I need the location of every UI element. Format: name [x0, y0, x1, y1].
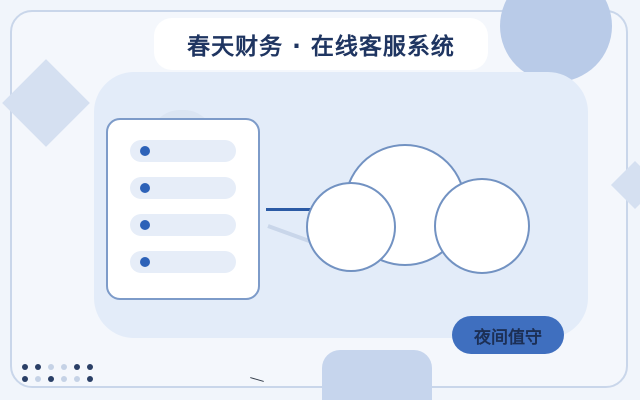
document-list-icon: [106, 118, 260, 300]
title-banner: 春天财务 · 在线客服系统: [154, 18, 488, 70]
badge-label: 夜间值守: [474, 327, 542, 348]
list-item: [130, 214, 236, 236]
cloud-lobe-left: [306, 182, 396, 272]
decorative-pill-bottom: [322, 350, 432, 400]
list-item: [130, 140, 236, 162]
connector-line: [266, 208, 330, 211]
list-item: [130, 177, 236, 199]
bullet-icon: [140, 220, 150, 230]
cloud-lobe-right: [434, 178, 530, 274]
decorative-dot-grid: [22, 364, 98, 388]
night-duty-badge: 夜间值守: [452, 316, 564, 354]
bullet-icon: [140, 257, 150, 267]
page-title: 春天财务 · 在线客服系统: [187, 34, 455, 60]
bullet-icon: [140, 183, 150, 193]
bullet-icon: [140, 146, 150, 156]
list-item: [130, 251, 236, 273]
